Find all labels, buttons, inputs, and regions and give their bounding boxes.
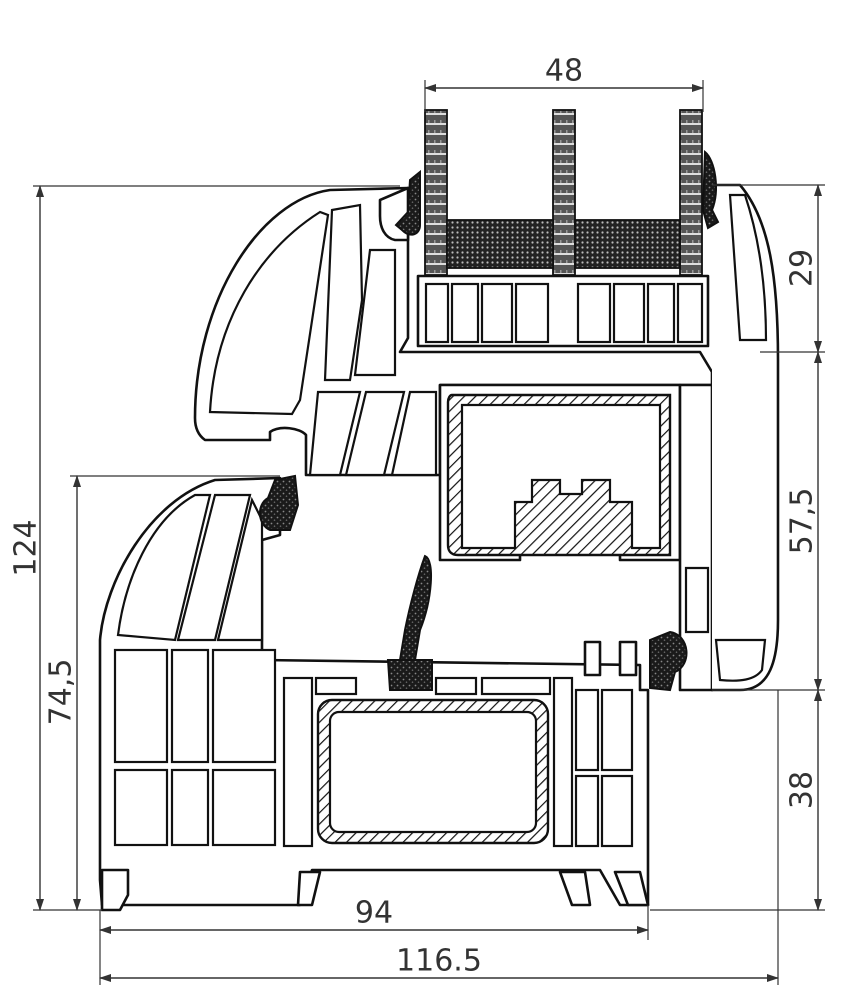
bead-chamber [450, 282, 480, 344]
glazing-bead-chambers [424, 282, 704, 344]
frame-foot [100, 868, 130, 912]
glazing-unit [394, 109, 720, 348]
sash-chamber [684, 566, 710, 634]
outer-chamber [728, 193, 768, 342]
sash-chamber [323, 203, 364, 382]
sash-profile [193, 183, 780, 692]
frame-chamber [480, 676, 552, 696]
frame-chamber [552, 676, 574, 848]
spacer-bar [446, 219, 554, 269]
dim-total-depth: 116.5 [396, 944, 482, 979]
sash-chamber [344, 390, 406, 477]
dimensions: 48 29 57,5 38 124 74,5 94 116.5 [9, 54, 825, 985]
frame-chamber [113, 768, 169, 847]
glass-pane-middle [552, 109, 576, 276]
sash-outer-seal [259, 474, 300, 531]
sash-chamber [390, 390, 438, 477]
frame-chamber [600, 688, 634, 772]
frame-chamber [113, 648, 169, 764]
sash-steel-inner [460, 403, 662, 550]
bead-chamber [480, 282, 514, 344]
frame-chamber [170, 648, 210, 764]
glazing-gasket-inner [701, 149, 720, 230]
outer-chamber [714, 638, 767, 682]
dim-frame-height: 74,5 [44, 659, 79, 726]
frame-chamber [211, 648, 277, 764]
sash-chamber [353, 248, 397, 377]
sash-chamber [308, 390, 362, 477]
bead-chamber [514, 282, 550, 344]
frame-chamber [314, 676, 358, 696]
frame-steel-inner [328, 710, 538, 834]
frame-chamber [170, 768, 210, 847]
frame-clip-receiver [618, 640, 638, 677]
spacer-bar [574, 219, 681, 269]
center-seal-fin [398, 554, 433, 661]
frame-chamber [574, 774, 600, 848]
dim-lower-height: 38 [785, 771, 820, 809]
dim-upper-height: 29 [785, 249, 820, 287]
bead-chamber [612, 282, 646, 344]
frame-chamber [211, 768, 277, 847]
glass-pane-outer [424, 109, 448, 276]
frame-chamber [574, 688, 600, 772]
frame-chamber [434, 676, 478, 696]
frame-clip-receiver [583, 640, 602, 677]
dim-glazing-width: 48 [545, 54, 583, 89]
frame-foot [558, 870, 592, 907]
glazing-gasket-outer [394, 169, 421, 236]
dim-total-height: 124 [9, 519, 44, 576]
frame-chamber [282, 676, 314, 848]
frame-sloped-chamber [116, 493, 212, 642]
frame-foot [296, 870, 322, 907]
bead-chamber [576, 282, 612, 344]
glass-pane-inner [679, 109, 703, 276]
dim-middle-height: 57,5 [785, 488, 820, 555]
frame-inner-seal [649, 630, 688, 692]
bead-chamber [676, 282, 704, 344]
sash-sloped-chamber [208, 210, 330, 416]
frame-profile [98, 476, 650, 912]
dim-frame-depth: 94 [355, 896, 393, 931]
seals [259, 474, 688, 692]
frame-chamber [600, 774, 634, 848]
bead-chamber [424, 282, 450, 344]
bead-chamber [646, 282, 676, 344]
center-seal-foot [386, 659, 433, 691]
frame-sloped-chamber [176, 493, 252, 642]
